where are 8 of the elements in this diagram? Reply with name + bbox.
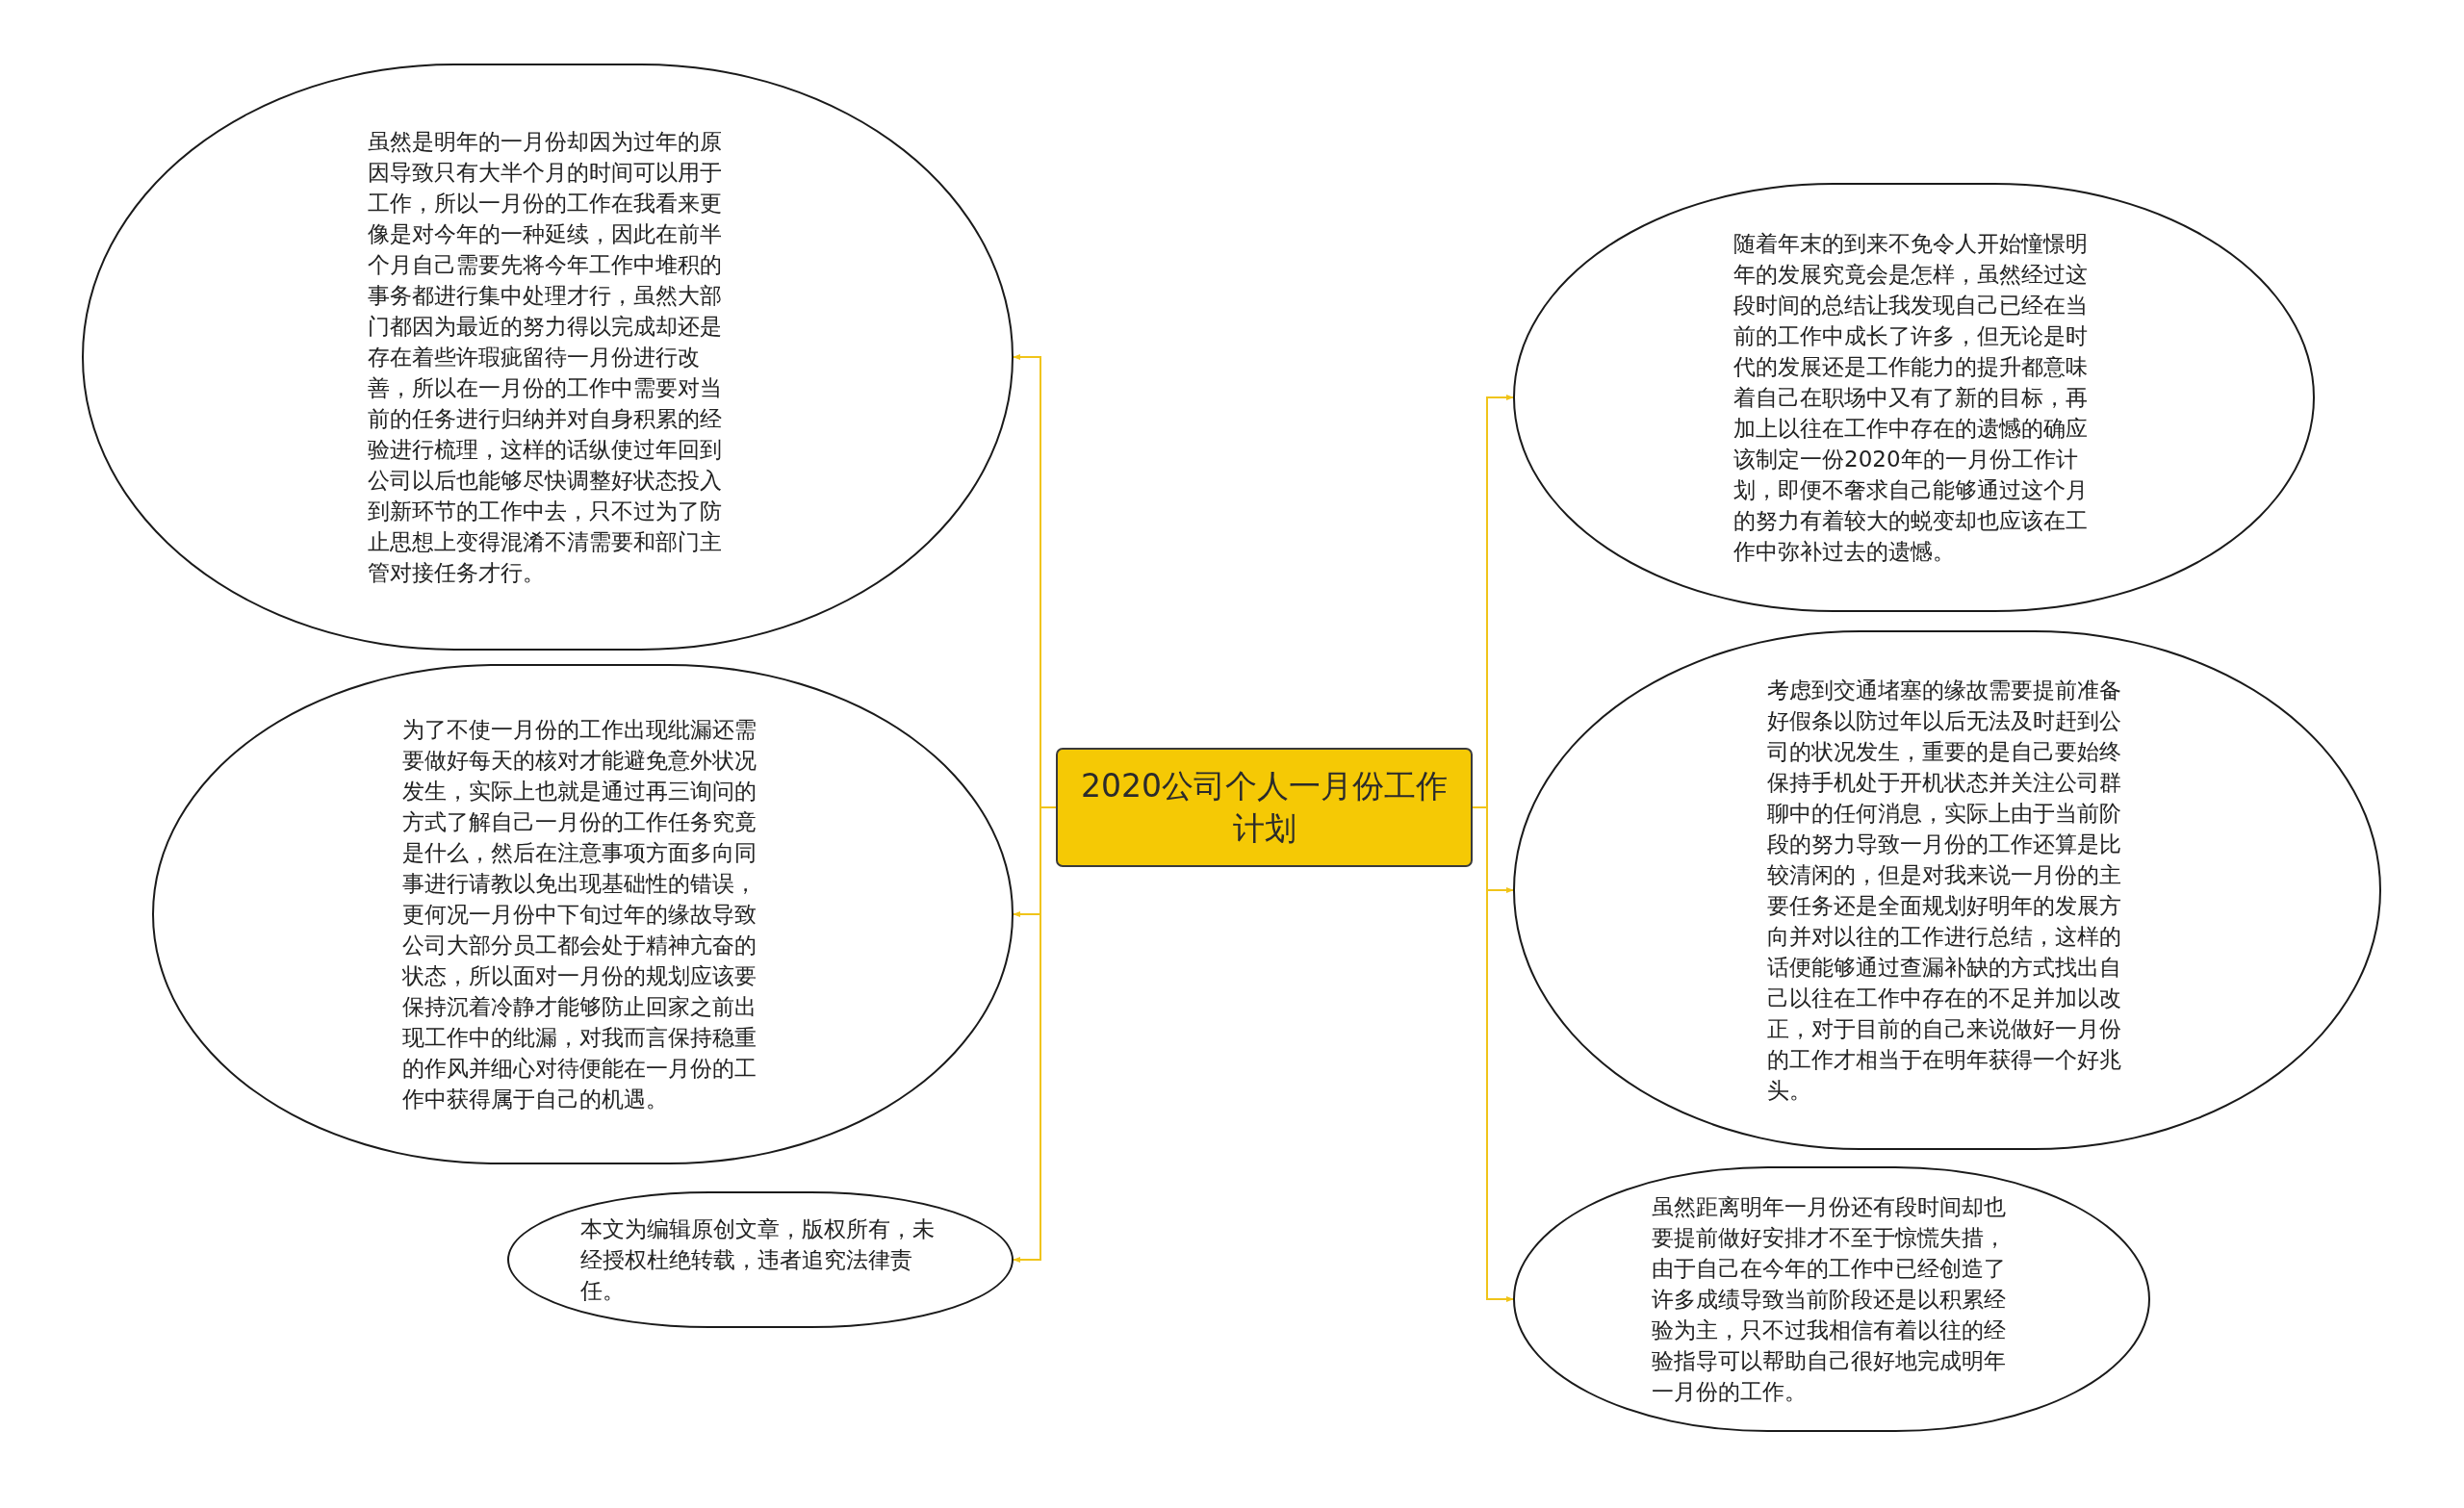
- note-text: 本文为编辑原创文章，版权所有，未经授权杜绝转载，违者追究法律责任。: [579, 1215, 936, 1305]
- note-text: 为了不使一月份的工作出现纰漏还需要做好每天的核对才能避免意外状况发生，实际上也就是通过再三询问的方式了解自己一月份的工作任务究竟是什么，然后在注意事项方面多向同事进行请教以免出现基础性的错误，更何况一月份中下旬过年的缘故导致公司大部分员工都会处于精神亢奋的状态，所以面对一月份的规划应该要保持沉着冷静才能够防止回家之前出现工作中的纰漏，对我而言保持稳重的作风并细心对待便能在一月份的工作中获得属于自己的机遇。: [402, 716, 758, 1113]
- topic-box: [1056, 748, 1473, 867]
- note-text: 虽然距离明年一月份还有段时间却也要提前做好安排才不至于惊慌失措，由于自己在今年的工作中已经创造了许多成绩导致当前阶段还是以积累经验为主，只不过我相信有着以往的经验指导可以帮助自己很好地完成明年一月份的工作。: [1651, 1193, 2007, 1406]
- note-text: 虽然是明年的一月份却因为过年的原因导致只有大半个月的时间可以用于工作，所以一月份的工作在我看来更像是对今年的一种延续，因此在前半个月自己需要先将今年工作中堆积的事务都进行集中处理才行，虽然大部门都因为最近的努力得以完成却还是存在着些许瑕疵留待一月份进行改善，所以在一月份的工作中需要对当前的任务进行归纳并对自身积累的经验进行梳理，这样的话纵使过年回到公司以后也能够尽快调整好状态投入到新环节的工作中去，只不过为了防止思想上变得混淆不清需要和部门主管对接任务才行。: [367, 128, 723, 587]
- topic-text: 2020公司个人一月份工作计划: [1080, 766, 1449, 849]
- note-text: 随着年末的到来不免令人开始憧憬明年的发展究竟会是怎样，虽然经过这段时间的总结让我发现自己已经在当前的工作中成长了许多，但无论是时代的发展还是工作能力的提升都意味着自己在职场中又有了新的目标，再加上以往在工作中存在的遗憾的确应该制定一份2020年的一月份工作计划，即便不奢求自己能够通过这个月的努力有着较大的蜕变却也应该在工作中弥补过去的遗憾。: [1733, 230, 2090, 566]
- note-text: 考虑到交通堵塞的缘故需要提前准备好假条以防过年以后无法及时赶到公司的状况发生，重要的是自己要始终保持手机处于开机状态并关注公司群聊中的任何消息，实际上由于当前阶段的努力导致一月份的工作还算是比较清闲的，但是对我来说一月份的主要任务还是全面规划好明年的发展方向并对以往的工作进行总结，这样的话便能够通过查漏补缺的方式找出自己以往在工作中存在的不足并加以改正，对于目前的自己来说做好一月份的工作才相当于在明年获得一个好兆头。: [1766, 677, 2122, 1105]
